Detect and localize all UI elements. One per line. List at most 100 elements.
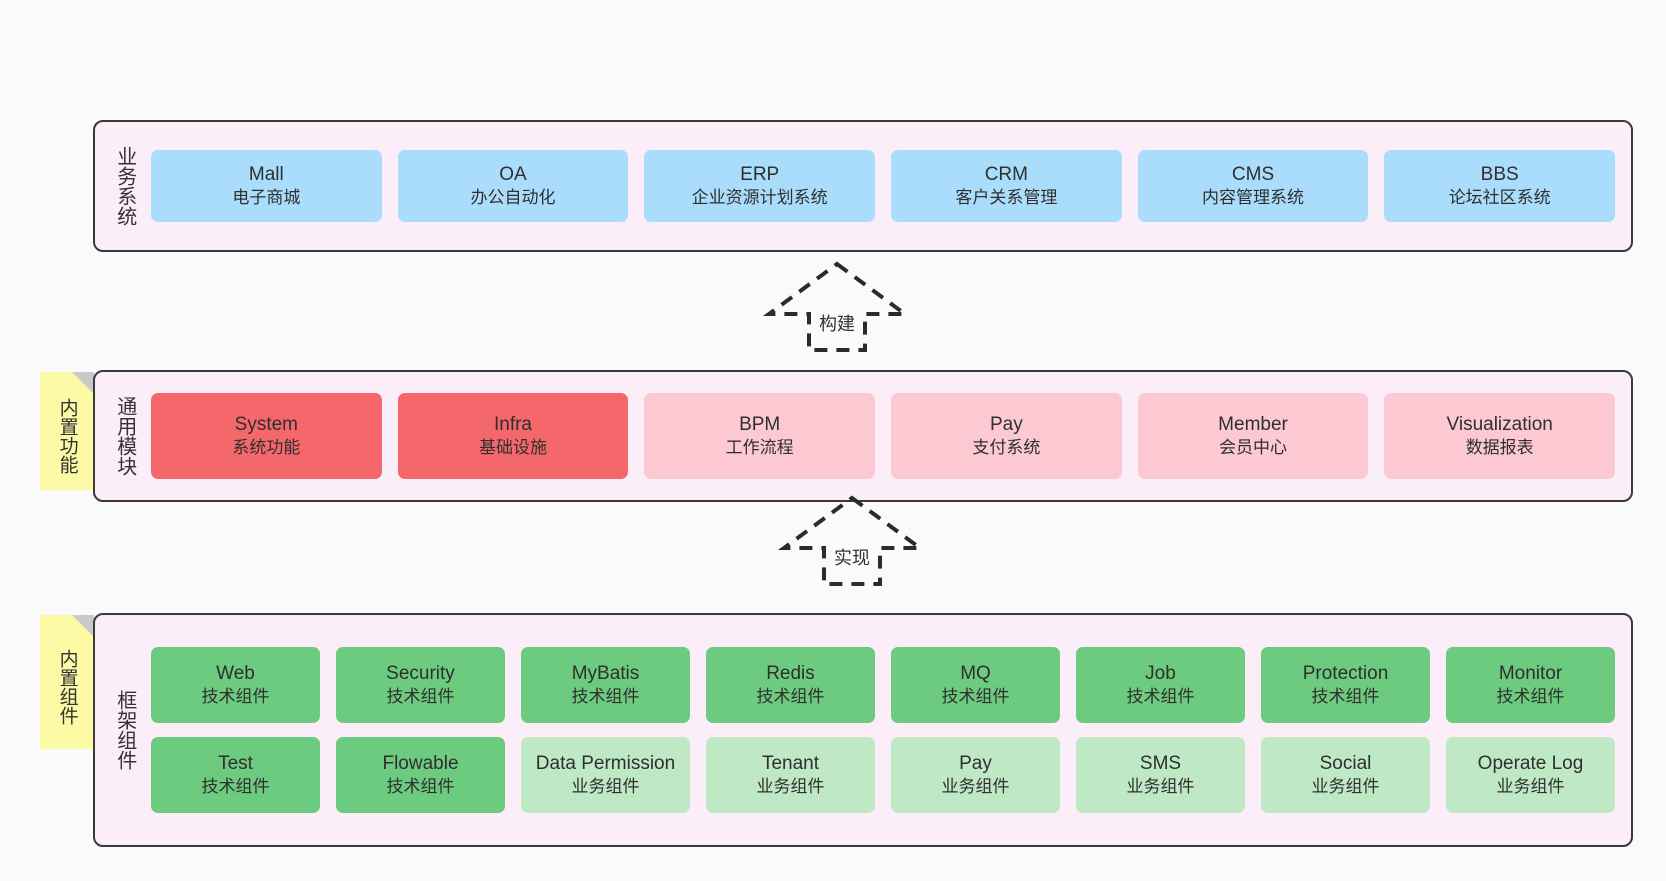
node-subtitle: 技术组件 bbox=[571, 687, 640, 707]
node-title: Infra bbox=[493, 413, 533, 435]
node-system[interactable]: System 系统功能 bbox=[151, 393, 382, 479]
node-subtitle: 会员中心 bbox=[1219, 438, 1288, 458]
node-visualization[interactable]: Visualization 数据报表 bbox=[1384, 393, 1616, 479]
node-subtitle: 系统功能 bbox=[232, 438, 301, 458]
node-title: MQ bbox=[960, 662, 991, 684]
node-erp[interactable]: ERP 企业资源计划系统 bbox=[644, 150, 876, 222]
node-oa[interactable]: OA 办公自动化 bbox=[397, 150, 629, 222]
node-subtitle: 基础设施 bbox=[479, 438, 547, 458]
node-mq[interactable]: MQ 技术组件 bbox=[891, 647, 1060, 723]
node-mall[interactable]: Mall 电子商城 bbox=[151, 150, 382, 222]
connector-build: 构建 bbox=[762, 258, 912, 354]
node-flowable[interactable]: Flowable 技术组件 bbox=[336, 737, 505, 813]
node-title: MyBatis bbox=[571, 662, 640, 684]
node-title: SMS bbox=[1139, 752, 1182, 774]
implement-arrow-icon bbox=[777, 495, 927, 586]
node-operate-log[interactable]: Operate Log 业务组件 bbox=[1446, 737, 1615, 813]
node-subtitle: 技术组件 bbox=[1496, 687, 1565, 707]
node-protection[interactable]: Protection 技术组件 bbox=[1261, 647, 1430, 723]
node-subtitle: 业务组件 bbox=[756, 777, 825, 797]
node-tenant[interactable]: Tenant 业务组件 bbox=[706, 737, 875, 813]
node-cms[interactable]: CMS 内容管理系统 bbox=[1137, 150, 1369, 222]
node-subtitle: 业务组件 bbox=[571, 777, 640, 797]
node-pay-component[interactable]: Pay 业务组件 bbox=[891, 737, 1060, 813]
node-subtitle: 支付系统 bbox=[972, 438, 1041, 458]
sticky-note-text: 内置组件 bbox=[56, 649, 78, 725]
node-title: Test bbox=[218, 752, 253, 774]
node-title: Visualization bbox=[1446, 413, 1553, 435]
node-test[interactable]: Test 技术组件 bbox=[151, 737, 320, 813]
layer-body-common-modules: System 系统功能 Infra 基础设施 BPM 工作流程 Pay 支付系统… bbox=[143, 372, 1631, 500]
node-title: System bbox=[234, 413, 299, 435]
layer-body-business-systems: Mall 电子商城 OA 办公自动化 ERP 企业资源计划系统 CRM 客户关系… bbox=[143, 122, 1631, 250]
node-subtitle: 业务组件 bbox=[941, 777, 1010, 797]
layer-label-common-modules: 通用模块 bbox=[113, 396, 136, 476]
node-infra[interactable]: Infra 基础设施 bbox=[397, 393, 629, 479]
build-arrow-icon bbox=[762, 261, 912, 352]
node-title: Job bbox=[1145, 662, 1176, 684]
layer-panel-framework-components: 框架组件 Web 技术组件 Security 技术组件 MyBatis 技术组件… bbox=[93, 613, 1633, 847]
node-title: CRM bbox=[984, 163, 1028, 185]
node-subtitle: 企业资源计划系统 bbox=[691, 188, 828, 208]
node-bbs[interactable]: BBS 论坛社区系统 bbox=[1384, 150, 1616, 222]
node-title: CMS bbox=[1231, 163, 1275, 185]
node-monitor[interactable]: Monitor 技术组件 bbox=[1446, 647, 1615, 723]
connector-implement: 实现 bbox=[777, 492, 927, 588]
business-systems-row: Mall 电子商城 OA 办公自动化 ERP 企业资源计划系统 CRM 客户关系… bbox=[151, 150, 1616, 222]
node-job[interactable]: Job 技术组件 bbox=[1076, 647, 1245, 723]
node-title: Social bbox=[1319, 752, 1372, 774]
layer-label-framework-components: 框架组件 bbox=[113, 690, 136, 770]
node-title: Pay bbox=[989, 413, 1023, 435]
node-title: Member bbox=[1218, 413, 1288, 435]
node-subtitle: 论坛社区系统 bbox=[1448, 188, 1551, 208]
node-title: Tenant bbox=[761, 752, 820, 774]
node-crm[interactable]: CRM 客户关系管理 bbox=[891, 150, 1122, 222]
layer-panel-common-modules: 通用模块 System 系统功能 Infra 基础设施 BPM 工作流程 Pay… bbox=[93, 370, 1633, 502]
layer-body-framework-components: Web 技术组件 Security 技术组件 MyBatis 技术组件 Redi… bbox=[143, 615, 1631, 845]
node-title: Protection bbox=[1302, 662, 1389, 684]
node-subtitle: 技术组件 bbox=[756, 687, 825, 707]
framework-components-row-2: Test 技术组件 Flowable 技术组件 Data Permission … bbox=[151, 737, 1615, 813]
node-subtitle: 办公自动化 bbox=[470, 188, 556, 208]
node-social[interactable]: Social 业务组件 bbox=[1261, 737, 1430, 813]
node-subtitle: 技术组件 bbox=[386, 777, 455, 797]
sticky-note-builtin-features: 内置功能 bbox=[40, 372, 94, 490]
node-subtitle: 业务组件 bbox=[1311, 777, 1380, 797]
common-modules-row: System 系统功能 Infra 基础设施 BPM 工作流程 Pay 支付系统… bbox=[151, 393, 1616, 479]
node-title: OA bbox=[499, 163, 527, 185]
node-subtitle: 技术组件 bbox=[386, 687, 455, 707]
node-subtitle: 技术组件 bbox=[201, 777, 270, 797]
node-subtitle: 业务组件 bbox=[1496, 777, 1565, 797]
layer-panel-business-systems: 业务系统 Mall 电子商城 OA 办公自动化 ERP 企业资源计划系统 CRM… bbox=[93, 120, 1633, 252]
node-pay[interactable]: Pay 支付系统 bbox=[891, 393, 1122, 479]
node-subtitle: 技术组件 bbox=[201, 687, 270, 707]
node-data-permission[interactable]: Data Permission 业务组件 bbox=[521, 737, 690, 813]
node-title: Operate Log bbox=[1477, 752, 1584, 774]
node-subtitle: 业务组件 bbox=[1126, 777, 1195, 797]
node-member[interactable]: Member 会员中心 bbox=[1137, 393, 1369, 479]
node-title: Security bbox=[386, 662, 455, 684]
framework-components-row-1: Web 技术组件 Security 技术组件 MyBatis 技术组件 Redi… bbox=[151, 647, 1615, 723]
layer-label-business-systems: 业务系统 bbox=[113, 146, 136, 226]
node-web[interactable]: Web 技术组件 bbox=[151, 647, 320, 723]
node-sms[interactable]: SMS 业务组件 bbox=[1076, 737, 1245, 813]
node-title: ERP bbox=[740, 163, 780, 185]
node-redis[interactable]: Redis 技术组件 bbox=[706, 647, 875, 723]
node-subtitle: 技术组件 bbox=[941, 687, 1010, 707]
node-title: Data Permission bbox=[535, 752, 676, 774]
node-security[interactable]: Security 技术组件 bbox=[336, 647, 505, 723]
node-subtitle: 电子商城 bbox=[232, 188, 301, 208]
node-mybatis[interactable]: MyBatis 技术组件 bbox=[521, 647, 690, 723]
node-title: Flowable bbox=[382, 752, 459, 774]
sticky-note-builtin-components: 内置组件 bbox=[40, 615, 94, 749]
node-bpm[interactable]: BPM 工作流程 bbox=[644, 393, 876, 479]
node-title: BPM bbox=[739, 413, 781, 435]
node-subtitle: 客户关系管理 bbox=[955, 188, 1058, 208]
node-title: Web bbox=[216, 662, 255, 684]
node-subtitle: 数据报表 bbox=[1465, 438, 1534, 458]
connector-implement-label: 实现 bbox=[834, 548, 870, 568]
connector-build-label: 构建 bbox=[819, 314, 855, 334]
node-title: Mall bbox=[248, 163, 284, 185]
node-subtitle: 工作流程 bbox=[725, 438, 794, 458]
